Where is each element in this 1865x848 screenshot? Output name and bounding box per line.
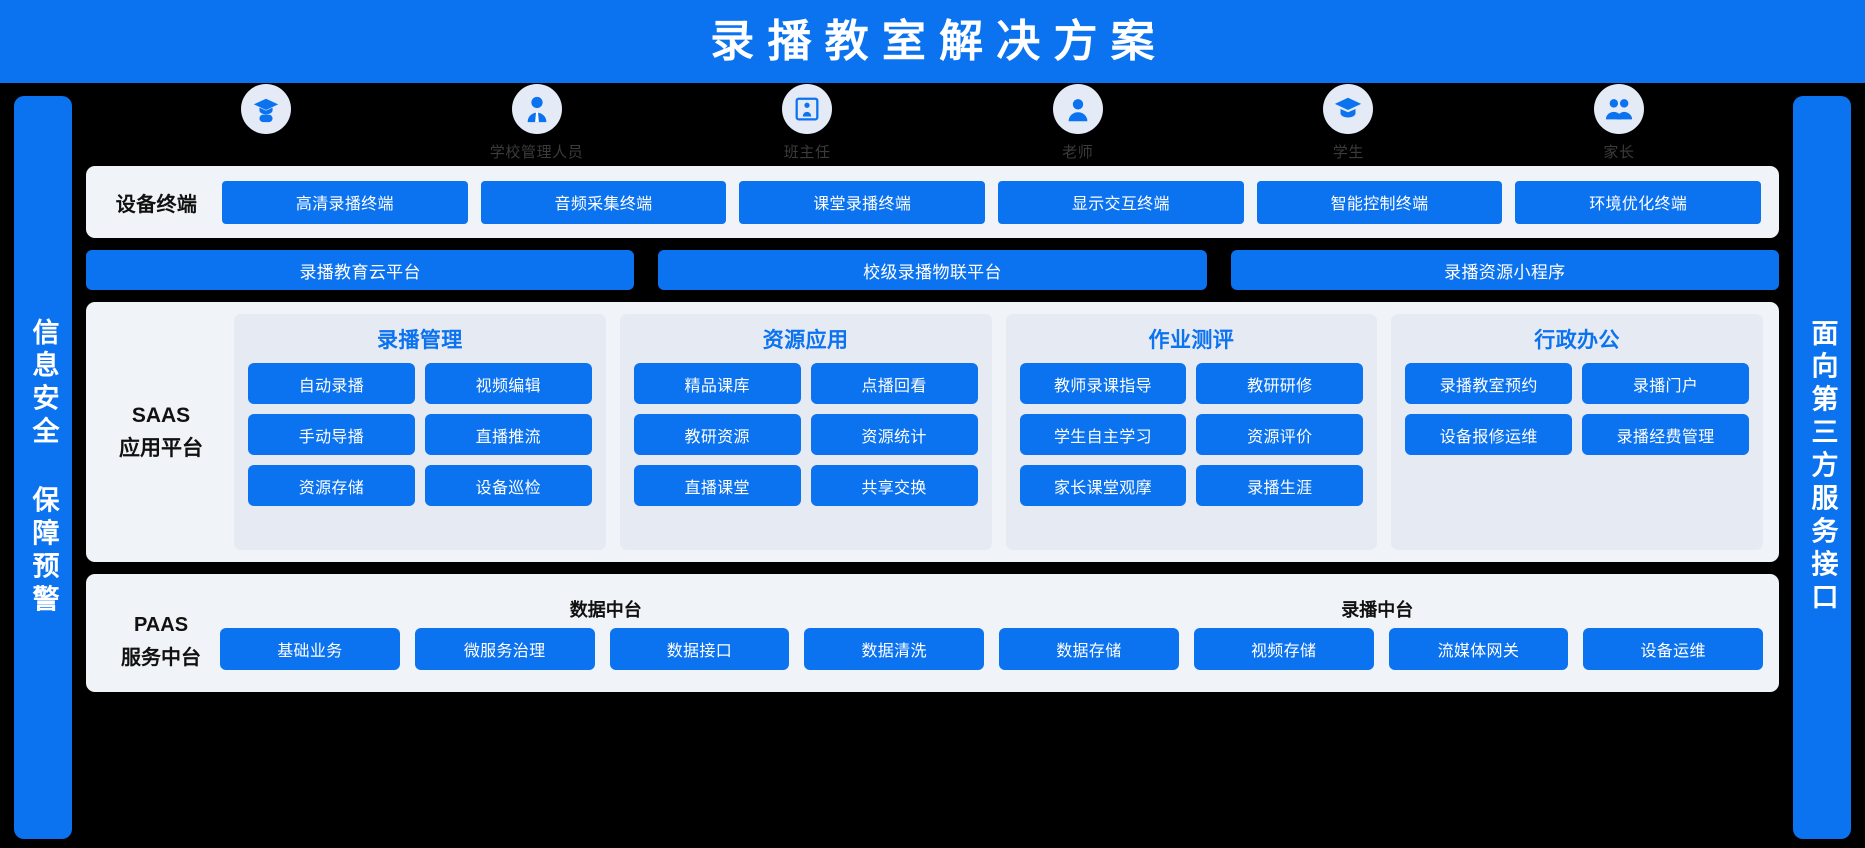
platform-row: 录播教育云平台 校级录播物联平台 录播资源小程序 xyxy=(86,250,1779,290)
role-item[interactable]: 班主任 xyxy=(737,84,877,162)
platform-button[interactable]: 录播资源小程序 xyxy=(1230,250,1779,290)
teacher-board-icon xyxy=(782,84,833,134)
saas-label: SAAS 应用平台 xyxy=(102,314,220,550)
role-item[interactable]: 老师 xyxy=(1008,84,1148,162)
device-terminal-label: 设备终端 xyxy=(115,193,198,216)
paas-headings: 数据中台 录播中台 xyxy=(220,596,1763,622)
group-title: 录播管理 xyxy=(377,329,463,352)
saas-item-button[interactable]: 教师录课指导 xyxy=(1019,363,1187,404)
paas-heading: 录播中台 xyxy=(1341,600,1414,620)
role-label: 老师 xyxy=(1062,144,1094,161)
saas-item-button[interactable]: 手动导播 xyxy=(248,414,415,455)
content-column: 学校管理人员 班主任 老师 学生 xyxy=(86,84,1779,840)
saas-label-line2: 应用平台 xyxy=(119,437,203,460)
saas-group-recording-management: 录播管理 自动录播 视频编辑 手动导播 直播推流 资源存储 设备巡检 xyxy=(234,314,606,550)
sidebar-information-security: 信息安全 保障预警 xyxy=(14,96,72,839)
saas-item-button[interactable]: 资源统计 xyxy=(810,414,978,455)
device-button[interactable]: 显示交互终端 xyxy=(998,180,1244,224)
title-banner: 录播教室解决方案 xyxy=(0,0,1865,83)
group-grid: 录播教室预约 录播门户 设备报修运维 录播经费管理 xyxy=(1405,363,1749,455)
manager-icon xyxy=(511,84,562,134)
group-grid: 教师录课指导 教研研修 学生自主学习 资源评价 家长课堂观摩 录播生涯 xyxy=(1019,363,1364,506)
saas-item-button[interactable]: 直播推流 xyxy=(424,414,592,455)
paas-main: 数据中台 录播中台 基础业务 微服务治理 数据接口 数据清洗 数据存储 视频存储… xyxy=(220,596,1763,670)
saas-item-button[interactable]: 点播回看 xyxy=(810,363,978,404)
platform-button[interactable]: 校级录播物联平台 xyxy=(658,250,1207,290)
group-grid: 自动录播 视频编辑 手动导播 直播推流 资源存储 设备巡检 xyxy=(248,363,592,506)
saas-item-button[interactable]: 家长课堂观摩 xyxy=(1019,465,1187,506)
saas-item-button[interactable]: 资源评价 xyxy=(1196,414,1364,455)
saas-item-button[interactable]: 共享交换 xyxy=(810,465,978,506)
saas-item-button[interactable]: 录播生涯 xyxy=(1196,465,1364,506)
saas-item-button[interactable]: 教研资源 xyxy=(633,414,801,455)
paas-item-button[interactable]: 视频存储 xyxy=(1193,628,1374,670)
saas-group-resource-application: 资源应用 精品课库 点播回看 教研资源 资源统计 直播课堂 共享交换 xyxy=(619,314,992,550)
saas-item-button[interactable]: 学生自主学习 xyxy=(1019,414,1187,455)
device-button[interactable]: 音频采集终端 xyxy=(480,180,727,224)
role-label: 学生 xyxy=(1332,144,1364,161)
paas-label-line1: PAAS xyxy=(133,614,189,636)
saas-item-button[interactable]: 录播门户 xyxy=(1582,363,1749,404)
sidebar-third-party-interface: 面向第三方服务接口 xyxy=(1793,96,1851,839)
paas-item-button[interactable]: 数据存储 xyxy=(999,628,1179,670)
paas-section: PAAS 服务中台 数据中台 录播中台 基础业务 微服务治理 数据接口 数据清洗… xyxy=(86,574,1779,692)
saas-item-button[interactable]: 自动录播 xyxy=(248,363,415,404)
saas-section: SAAS 应用平台 录播管理 自动录播 视频编辑 手动导播 直播推流 资源存储 … xyxy=(86,302,1779,562)
paas-item-button[interactable]: 流媒体网关 xyxy=(1388,628,1569,670)
saas-item-button[interactable]: 教研研修 xyxy=(1196,363,1364,404)
device-button[interactable]: 环境优化终端 xyxy=(1515,180,1762,224)
saas-item-button[interactable]: 设备报修运维 xyxy=(1405,414,1573,455)
role-item[interactable] xyxy=(196,84,336,141)
device-button[interactable]: 课堂录播终端 xyxy=(739,180,986,224)
saas-item-button[interactable]: 精品课库 xyxy=(633,363,801,404)
role-item[interactable]: 家长 xyxy=(1549,84,1689,162)
device-terminal-row: 设备终端 高清录播终端 音频采集终端 课堂录播终端 显示交互终端 智能控制终端 … xyxy=(86,166,1779,238)
role-label: 家长 xyxy=(1603,144,1635,161)
sidebar-left-label: 信息安全 保障预警 xyxy=(28,317,59,618)
device-button[interactable]: 智能控制终端 xyxy=(1256,180,1503,224)
sidebar-right-label: 面向第三方服务接口 xyxy=(1807,319,1838,616)
person-icon xyxy=(1052,84,1103,134)
saas-item-button[interactable]: 直播课堂 xyxy=(633,465,801,506)
roles-row: 学校管理人员 班主任 老师 学生 xyxy=(86,84,1779,164)
group-grid: 精品课库 点播回看 教研资源 资源统计 直播课堂 共享交换 xyxy=(633,363,978,506)
role-label: 班主任 xyxy=(783,144,831,161)
paas-buttons: 基础业务 微服务治理 数据接口 数据清洗 数据存储 视频存储 流媒体网关 设备运… xyxy=(220,628,1763,670)
saas-item-button[interactable]: 录播经费管理 xyxy=(1582,414,1749,455)
saas-group-homework-evaluation: 作业测评 教师录课指导 教研研修 学生自主学习 资源评价 家长课堂观摩 录播生涯 xyxy=(1005,314,1378,550)
role-item[interactable]: 学校管理人员 xyxy=(467,84,607,162)
saas-item-button[interactable]: 设备巡检 xyxy=(424,465,592,506)
paas-item-button[interactable]: 数据接口 xyxy=(609,628,790,670)
saas-item-button[interactable]: 录播教室预约 xyxy=(1405,363,1573,404)
paas-item-button[interactable]: 微服务治理 xyxy=(414,628,595,670)
paas-heading: 数据中台 xyxy=(569,600,642,620)
student-cap-icon xyxy=(1323,84,1374,134)
group-title: 资源应用 xyxy=(762,329,849,352)
paas-item-button[interactable]: 设备运维 xyxy=(1583,628,1763,670)
platform-button[interactable]: 录播教育云平台 xyxy=(86,250,635,290)
paas-item-button[interactable]: 数据清洗 xyxy=(804,628,984,670)
group-title: 行政办公 xyxy=(1534,329,1620,352)
saas-group-administration: 行政办公 录播教室预约 录播门户 设备报修运维 录播经费管理 xyxy=(1391,314,1763,550)
page-title: 录播教室解决方案 xyxy=(710,16,1168,66)
device-button[interactable]: 高清录播终端 xyxy=(222,180,468,224)
group-title: 作业测评 xyxy=(1148,329,1235,352)
paas-label-line2: 服务中台 xyxy=(121,647,201,669)
saas-item-button[interactable]: 资源存储 xyxy=(248,465,415,506)
role-item[interactable]: 学生 xyxy=(1278,84,1418,162)
paas-label: PAAS 服务中台 xyxy=(102,612,220,672)
graduate-icon xyxy=(241,84,291,134)
saas-label-line1: SAAS xyxy=(131,403,191,427)
parents-icon xyxy=(1593,84,1644,134)
paas-item-button[interactable]: 基础业务 xyxy=(220,628,400,670)
saas-item-button[interactable]: 视频编辑 xyxy=(424,363,592,404)
role-label: 学校管理人员 xyxy=(489,144,584,161)
